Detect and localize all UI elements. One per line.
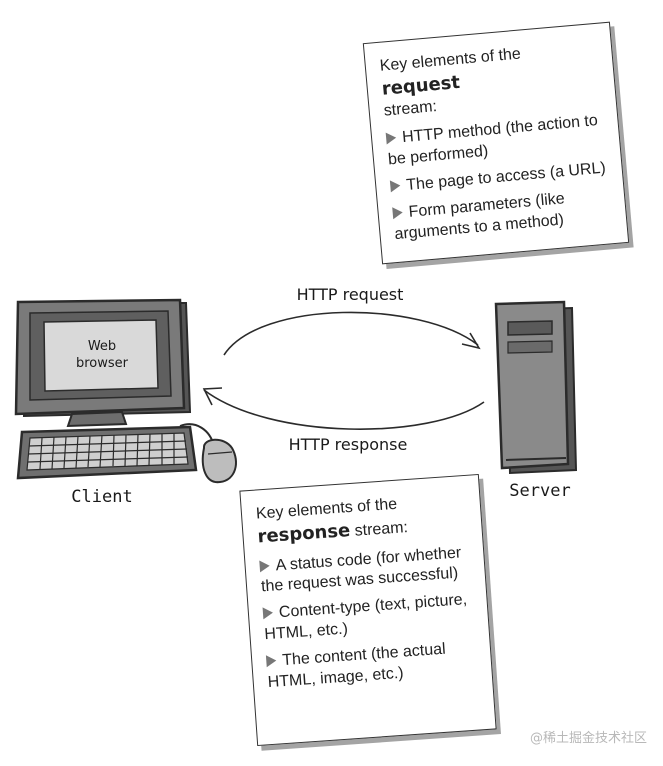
response-heading-prefix: Key elements of the — [255, 495, 398, 523]
mouse-icon — [179, 423, 237, 484]
arrow-bullet-icon — [262, 606, 274, 620]
list-item: The content (the actual HTML, image, etc… — [265, 640, 447, 691]
request-heading-suffix: stream: — [383, 97, 438, 120]
keyboard-icon — [16, 425, 198, 480]
response-items-list: A status code (for whether the request w… — [259, 542, 478, 693]
response-heading-suffix: stream: — [349, 518, 409, 540]
response-arrow — [202, 387, 485, 430]
arrow-bullet-icon — [259, 559, 271, 573]
request-label: HTTP request — [297, 285, 404, 304]
arrow-bullet-icon — [385, 132, 397, 145]
arrow-bullet-icon — [265, 654, 277, 667]
response-note: Key elements of the response stream: A s… — [239, 473, 497, 747]
response-heading-strong: response — [256, 519, 351, 548]
arrow-bullet-icon — [389, 179, 401, 193]
client-label: Client — [71, 487, 132, 507]
response-note-heading: Key elements of the response stream: — [255, 490, 468, 549]
screen-label-line1: Web — [88, 339, 116, 354]
client-monitor-icon — [14, 298, 192, 428]
server-label: Server — [509, 481, 570, 501]
server-icon — [494, 300, 578, 475]
list-item: Content-type (text, picture, HTML, etc.) — [262, 591, 468, 644]
request-items-list: HTTP method (the action to be performed)… — [385, 111, 612, 246]
screen-label-line2: browser — [76, 356, 129, 371]
arrow-bullet-icon — [392, 206, 404, 220]
response-label: HTTP response — [289, 435, 408, 454]
request-note-heading: Key elements of the request stream: — [379, 38, 602, 122]
request-heading-strong: request — [380, 71, 461, 100]
request-arrow — [223, 311, 481, 356]
request-note: Key elements of the request stream: HTTP… — [362, 21, 630, 265]
watermark: @稀土掘金技术社区 — [529, 731, 647, 746]
request-heading-prefix: Key elements of the — [379, 45, 522, 75]
list-item: A status code (for whether the request w… — [259, 543, 462, 596]
